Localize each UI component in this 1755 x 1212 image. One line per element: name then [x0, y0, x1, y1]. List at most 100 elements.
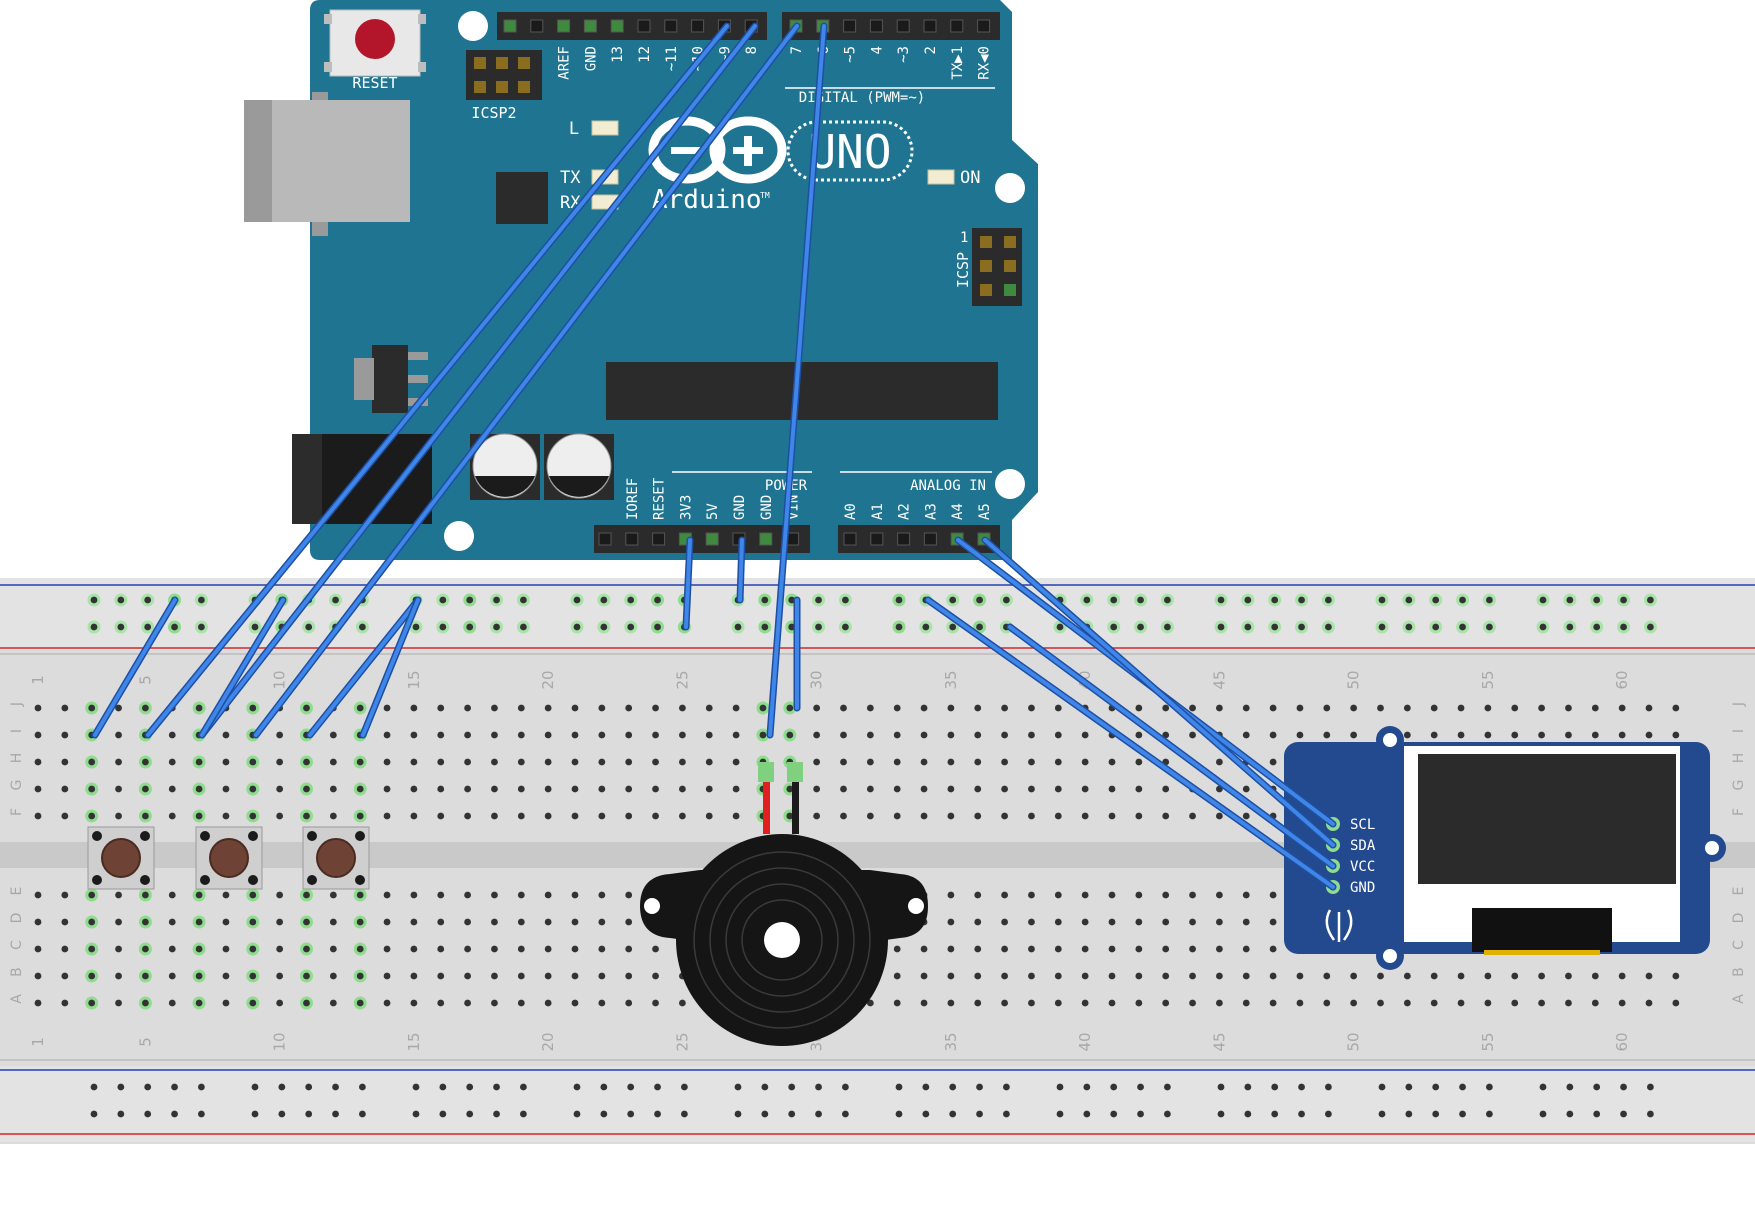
breadboard-hole[interactable]	[249, 972, 257, 980]
rail-hole[interactable]	[1325, 623, 1332, 631]
breadboard-hole[interactable]	[437, 731, 445, 739]
breadboard-hole[interactable]	[1618, 972, 1626, 980]
header-pin[interactable]	[691, 19, 705, 33]
breadboard-hole[interactable]	[1028, 918, 1035, 926]
rail-hole[interactable]	[1217, 1110, 1225, 1118]
breadboard-hole[interactable]	[1323, 704, 1331, 712]
breadboard-hole[interactable]	[115, 945, 122, 953]
breadboard-hole[interactable]	[598, 918, 606, 926]
breadboard-hole[interactable]	[491, 785, 498, 793]
rail-hole[interactable]	[1271, 623, 1279, 631]
breadboard-hole[interactable]	[1484, 704, 1492, 712]
rail-hole[interactable]	[895, 596, 903, 604]
rail-hole[interactable]	[761, 596, 769, 604]
breadboard-hole[interactable]	[947, 999, 955, 1007]
breadboard-hole[interactable]	[1350, 999, 1358, 1007]
rail-hole[interactable]	[251, 623, 259, 631]
breadboard-hole[interactable]	[1081, 945, 1089, 953]
breadboard-hole[interactable]	[1189, 812, 1196, 820]
breadboard-hole[interactable]	[303, 945, 310, 953]
header-pin[interactable]	[664, 19, 678, 33]
rail-hole[interactable]	[90, 596, 98, 604]
rail-hole[interactable]	[842, 623, 849, 631]
rail-hole[interactable]	[439, 623, 447, 631]
rail-hole[interactable]	[815, 1083, 822, 1091]
breadboard-hole[interactable]	[652, 785, 659, 793]
breadboard-hole[interactable]	[1403, 972, 1411, 980]
reset-button-cap[interactable]	[355, 19, 395, 59]
breadboard-hole[interactable]	[303, 999, 310, 1007]
breadboard-hole[interactable]	[1430, 999, 1438, 1007]
rail-hole[interactable]	[144, 596, 152, 604]
breadboard-hole[interactable]	[491, 891, 498, 899]
header-pin[interactable]	[897, 532, 911, 546]
breadboard-hole[interactable]	[34, 785, 42, 793]
breadboard-hole[interactable]	[679, 704, 686, 712]
breadboard-hole[interactable]	[222, 758, 230, 766]
breadboard-hole[interactable]	[1216, 704, 1223, 712]
breadboard-hole[interactable]	[437, 972, 445, 980]
rail-hole[interactable]	[493, 1110, 500, 1118]
breadboard-hole[interactable]	[544, 812, 552, 820]
breadboard-hole[interactable]	[88, 972, 96, 980]
header-pin[interactable]	[870, 532, 884, 546]
breadboard-hole[interactable]	[1618, 704, 1626, 712]
breadboard-hole[interactable]	[1538, 972, 1545, 980]
rail-hole[interactable]	[1056, 1110, 1064, 1118]
breadboard-hole[interactable]	[732, 704, 740, 712]
breadboard-hole[interactable]	[1001, 812, 1008, 820]
breadboard-hole[interactable]	[222, 918, 230, 926]
breadboard-hole[interactable]	[705, 785, 713, 793]
breadboard-hole[interactable]	[249, 945, 257, 953]
rail-hole[interactable]	[1325, 596, 1332, 604]
breadboard-hole[interactable]	[437, 891, 445, 899]
header-pin[interactable]	[759, 532, 773, 546]
breadboard-hole[interactable]	[276, 758, 284, 766]
rail-hole[interactable]	[1217, 596, 1225, 604]
rail-hole[interactable]	[1298, 1110, 1305, 1118]
breadboard-hole[interactable]	[1672, 704, 1680, 712]
breadboard-hole[interactable]	[195, 972, 203, 980]
rail-hole[interactable]	[144, 1083, 152, 1091]
breadboard-hole[interactable]	[1135, 785, 1143, 793]
breadboard-hole[interactable]	[625, 891, 633, 899]
rail-hole[interactable]	[842, 596, 849, 604]
breadboard-hole[interactable]	[1028, 758, 1035, 766]
breadboard-hole[interactable]	[1028, 812, 1035, 820]
breadboard-hole[interactable]	[1216, 945, 1223, 953]
rail-hole[interactable]	[332, 596, 339, 604]
breadboard-hole[interactable]	[329, 758, 337, 766]
breadboard-hole[interactable]	[1189, 918, 1196, 926]
breadboard-hole[interactable]	[464, 758, 471, 766]
rail-hole[interactable]	[1056, 623, 1064, 631]
breadboard-hole[interactable]	[356, 812, 364, 820]
breadboard-hole[interactable]	[464, 891, 471, 899]
rail-hole[interactable]	[573, 596, 581, 604]
header-pin[interactable]	[503, 19, 517, 33]
breadboard-hole[interactable]	[491, 918, 498, 926]
rail-hole[interactable]	[788, 623, 796, 631]
breadboard-hole[interactable]	[1403, 704, 1411, 712]
rail-hole[interactable]	[1164, 1083, 1171, 1091]
rail-hole[interactable]	[171, 1110, 178, 1118]
rail-hole[interactable]	[1137, 623, 1144, 631]
breadboard-hole[interactable]	[1001, 891, 1008, 899]
breadboard-hole[interactable]	[437, 758, 445, 766]
breadboard-hole[interactable]	[356, 999, 364, 1007]
breadboard-hole[interactable]	[1484, 972, 1492, 980]
breadboard-hole[interactable]	[88, 812, 96, 820]
breadboard-hole[interactable]	[1242, 704, 1250, 712]
breadboard-hole[interactable]	[383, 704, 391, 712]
breadboard-hole[interactable]	[329, 731, 337, 739]
breadboard-hole[interactable]	[410, 812, 418, 820]
breadboard-hole[interactable]	[1028, 704, 1035, 712]
rail-hole[interactable]	[761, 1110, 769, 1118]
breadboard-hole[interactable]	[1511, 731, 1519, 739]
breadboard-hole[interactable]	[491, 758, 498, 766]
push-button-cap[interactable]	[209, 838, 249, 878]
breadboard-hole[interactable]	[517, 999, 525, 1007]
jumper-wire[interactable]	[200, 24, 757, 737]
rail-hole[interactable]	[1244, 1083, 1252, 1091]
rail-hole[interactable]	[520, 1110, 527, 1118]
breadboard-hole[interactable]	[61, 918, 69, 926]
